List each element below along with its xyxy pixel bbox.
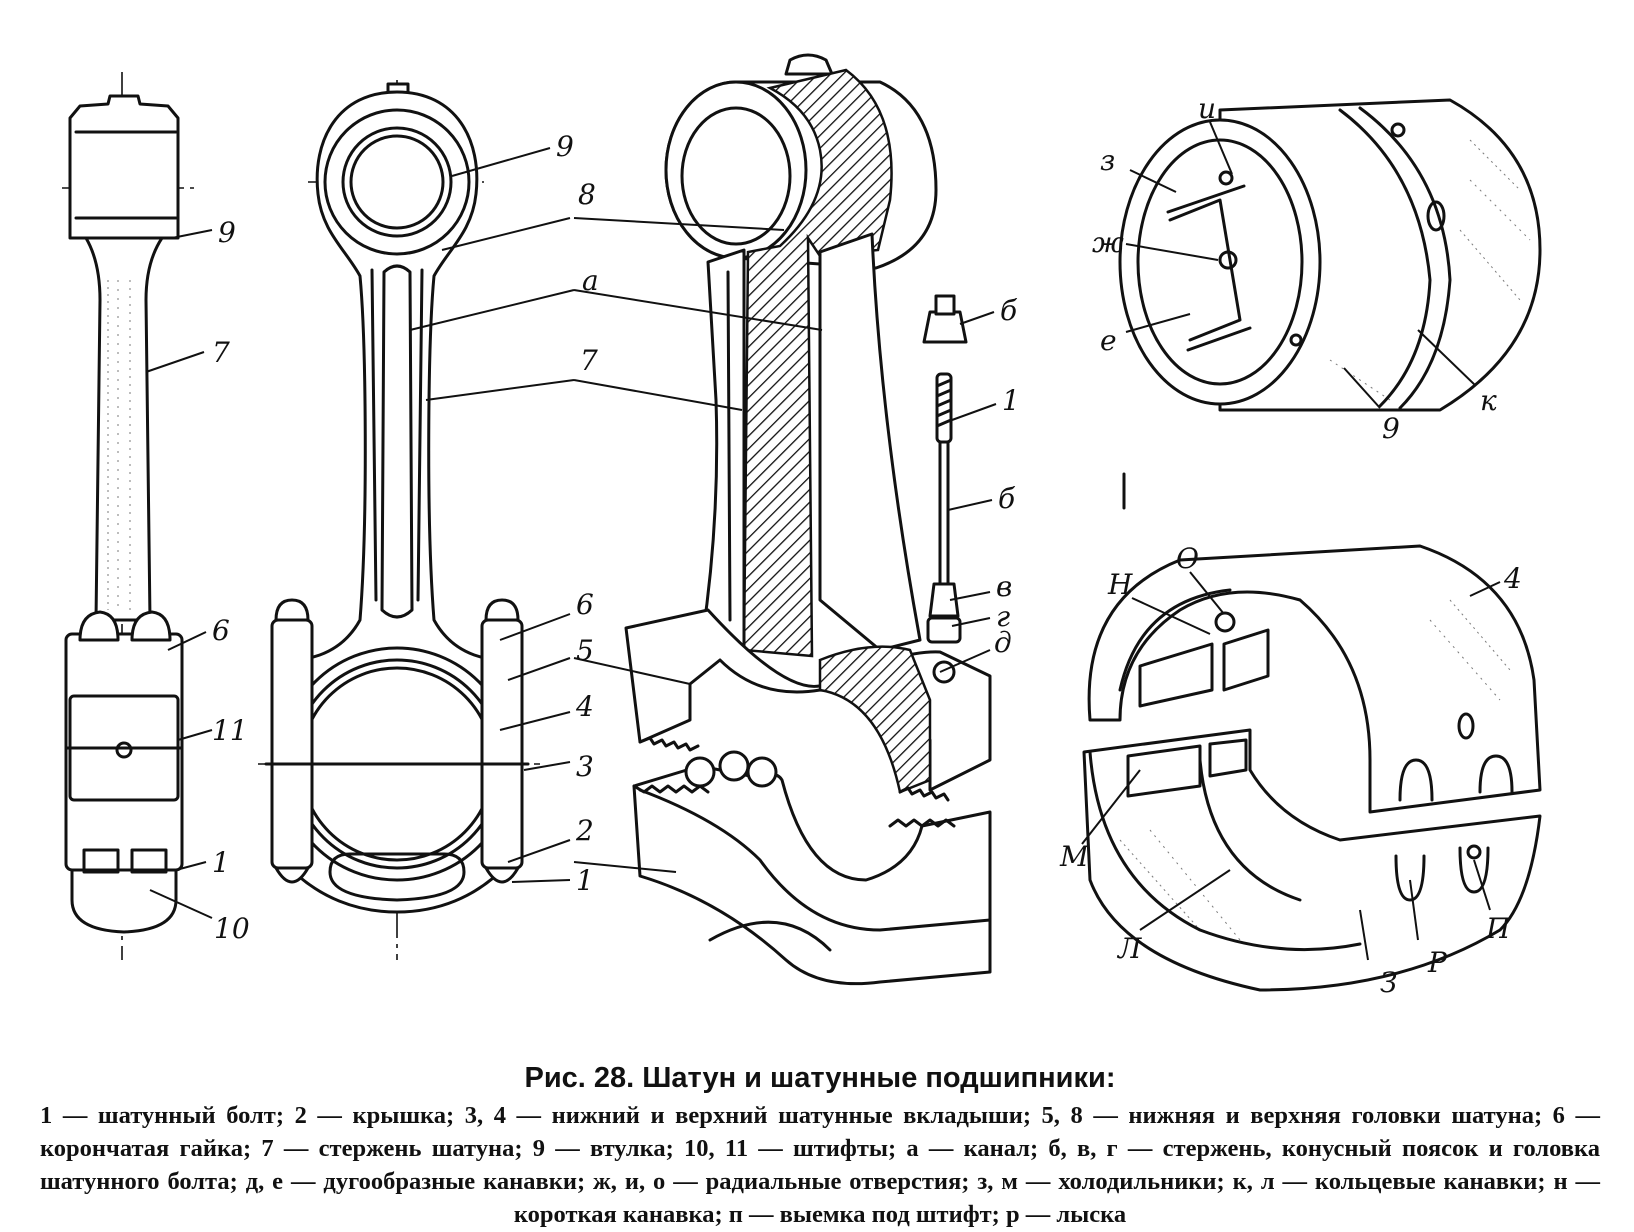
label-front-3: 3 [576, 750, 594, 783]
label-shell-m: М [1059, 840, 1090, 873]
label-front-6: 6 [576, 588, 594, 621]
label-shell-z: З [1380, 966, 1397, 999]
shells-labels: Н О 4 М Л З Р П [1059, 542, 1522, 999]
label-arc-groove-d: д [994, 626, 1012, 659]
caption-legend: 1 — шатунный болт; 2 — крышка; 3, 4 — ни… [40, 1102, 1600, 1228]
label-bushing-z: з [1100, 144, 1115, 177]
bushing-shading [1329, 139, 1531, 401]
figure-caption: Рис. 28. Шатун и шатунные подшипники: 1 … [40, 1062, 1600, 1231]
shell-shading [1119, 599, 1511, 941]
label-side-7: 7 [212, 336, 230, 369]
label-bolt-shank: б [998, 482, 1016, 515]
label-bushing-e: е [1100, 324, 1117, 357]
sectioned-view-rod [624, 53, 992, 986]
label-bushing-zh: ж [1092, 226, 1124, 259]
bushing-view [1118, 98, 1542, 412]
label-nut-6: б [1000, 294, 1018, 327]
label-front-2: 2 [575, 814, 594, 847]
label-side-11: 11 [212, 714, 248, 747]
label-shell-l: Л [1116, 932, 1142, 965]
label-shell-r: Р [1427, 946, 1448, 979]
front-view-rod [258, 80, 540, 960]
side-view-labels: 9 7 6 11 1 10 [212, 216, 250, 945]
sectioned-view-labels: б 1 б в г д [994, 294, 1020, 659]
label-shell-4: 4 [1503, 562, 1522, 595]
label-side-10: 10 [214, 912, 250, 945]
leader-lines [145, 121, 1501, 961]
label-side-6: 6 [212, 614, 230, 647]
label-bolt-1: 1 [1002, 384, 1020, 417]
label-bushing-9: 9 [1382, 412, 1400, 445]
side-view-rod [62, 72, 196, 960]
connecting-rod-figure: 9 7 6 11 1 10 9 8 а 7 6 5 4 3 2 1 б 1 б … [62, 53, 1542, 999]
caption-title: Рис. 28. Шатун и шатунные подшипники: [524, 1062, 1116, 1094]
label-shell-o: О [1176, 542, 1199, 575]
label-front-a: а [582, 264, 599, 297]
label-front-4: 4 [575, 690, 594, 723]
label-front-9: 9 [556, 130, 574, 163]
label-shell-p: П [1485, 912, 1511, 945]
label-side-9: 9 [218, 216, 236, 249]
label-side-1: 1 [212, 846, 230, 879]
label-front-7: 7 [580, 344, 598, 377]
label-shell-n: Н [1107, 568, 1133, 601]
bushing-labels: и з ж е 9 к [1092, 92, 1497, 445]
front-view-labels: 9 8 а 7 6 5 4 3 2 1 [556, 130, 599, 897]
label-bushing-i: и [1198, 92, 1216, 125]
bearing-shells-view [1082, 544, 1542, 992]
side-shank-shading [107, 280, 131, 610]
label-bolt-head: г [996, 600, 1010, 633]
label-bushing-k: к [1480, 384, 1497, 417]
label-bolt-collar: в [996, 570, 1012, 603]
label-front-8: 8 [578, 178, 596, 211]
label-front-1: 1 [576, 864, 594, 897]
label-front-5: 5 [576, 634, 594, 667]
